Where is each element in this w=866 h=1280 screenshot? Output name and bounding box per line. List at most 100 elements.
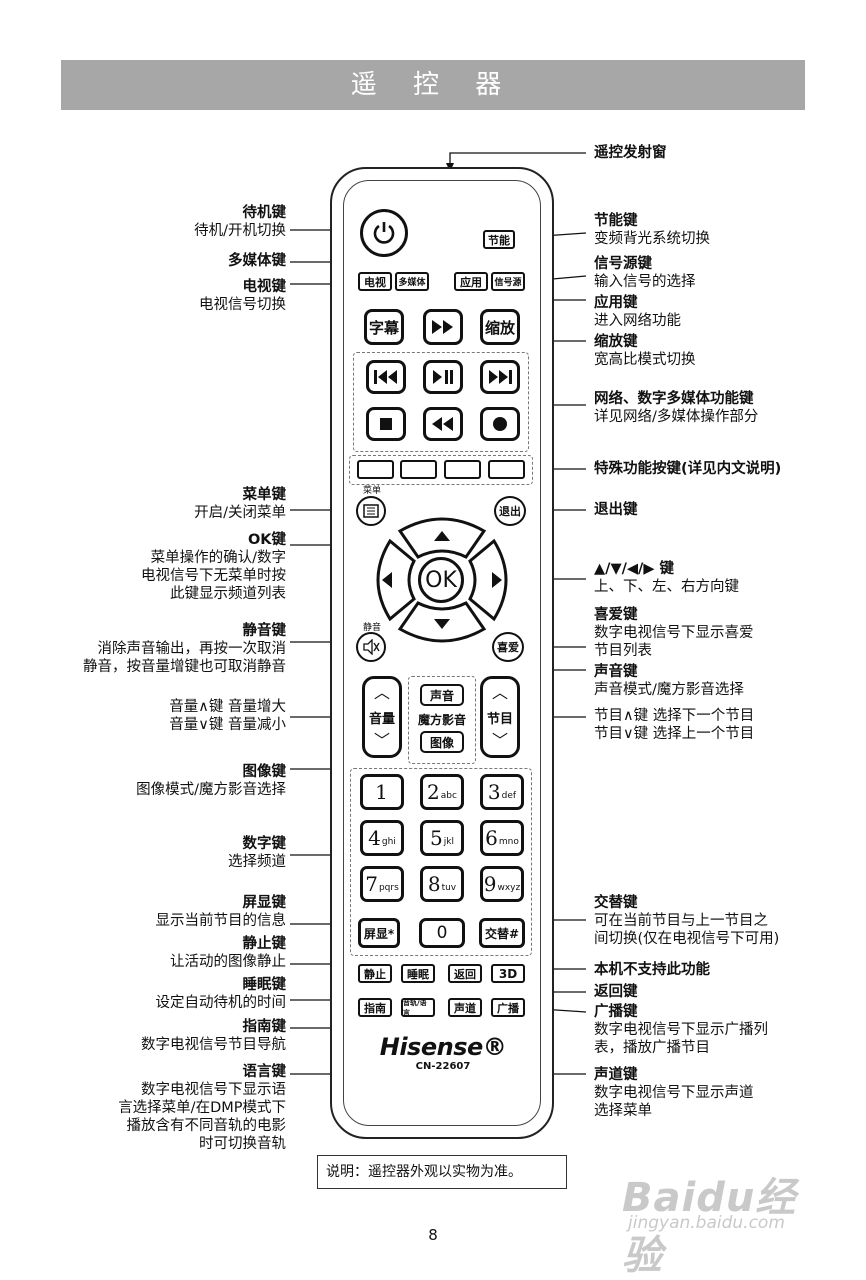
digit-number: 2 (427, 780, 440, 804)
fast-forward-button[interactable] (423, 309, 463, 345)
back-button[interactable]: 返回 (448, 964, 482, 983)
skip-previous-icon (374, 370, 397, 384)
rewind-button[interactable] (423, 407, 463, 441)
next-button[interactable] (480, 360, 520, 394)
sleep-button[interactable]: 睡眠 (401, 964, 435, 983)
special-key-1[interactable] (357, 460, 394, 479)
play-pause-button[interactable] (423, 360, 463, 394)
sleep-title: 睡眠键 (242, 977, 287, 993)
digit-number: 6 (485, 826, 498, 850)
caption-note: 说明：遥控器外观以实物为准。 (317, 1155, 567, 1189)
brand-logo: Hisense® (379, 1033, 507, 1061)
skip-next-icon (489, 370, 512, 384)
picture-button[interactable]: 图像 (420, 731, 464, 753)
audio-channel-button[interactable]: 声道 (448, 998, 482, 1017)
picture-title: 图像键 (242, 764, 287, 780)
exit-button[interactable]: 退出 (494, 496, 526, 526)
special-key-3[interactable] (444, 460, 481, 479)
osd-button[interactable]: 屏显* (358, 918, 400, 948)
stop-button[interactable] (366, 407, 406, 441)
channel-label: 节目 (486, 711, 513, 727)
app-button[interactable]: 应用 (454, 272, 488, 291)
previous-button[interactable] (366, 360, 406, 394)
menu-key-label: 菜单 (363, 486, 382, 496)
sleep-desc: 设定自动待机的时间 (155, 995, 287, 1011)
menu-icon (363, 504, 379, 518)
swap-desc-2: 间切换(仅在电视信号下可用) (594, 931, 780, 947)
still-button[interactable]: 静止 (358, 964, 392, 983)
digit-number: 3 (487, 780, 501, 804)
broadcast-button[interactable]: 广播 (491, 998, 525, 1017)
mute-desc-2: 静音，按音量增键也可取消静音 (83, 659, 286, 675)
zoom-desc: 宽高比模式切换 (594, 352, 696, 368)
media-keys-group (353, 352, 529, 452)
menu-title: 菜单键 (242, 487, 287, 503)
dpad-left[interactable] (376, 538, 416, 622)
ok-button[interactable]: OK (418, 557, 464, 603)
lang-desc-3: 播放含有不同音轨的电影 (126, 1118, 287, 1134)
lang-title: 语言键 (242, 1064, 287, 1080)
tv-button[interactable]: 电视 (358, 272, 392, 291)
source-button[interactable]: 信号源 (491, 272, 525, 291)
media-button[interactable]: 多媒体 (395, 272, 429, 291)
digit-0-button[interactable]: 0 (419, 918, 465, 948)
lang-desc-1: 数字电视信号下显示语 (141, 1082, 286, 1098)
fast-forward-icon (432, 320, 453, 334)
not-supported-title: 本机不支持此功能 (594, 962, 710, 978)
menu-desc: 开启/关闭菜单 (194, 505, 286, 521)
audio-channel-desc-2: 选择菜单 (594, 1103, 652, 1119)
tv-title: 电视键 (242, 279, 287, 295)
model-number: CN-22607 (415, 1061, 471, 1072)
source-desc: 输入信号的选择 (594, 274, 696, 290)
favorite-button[interactable]: 喜爱 (492, 632, 524, 662)
3d-button[interactable]: 3D (491, 964, 525, 983)
dpad-right[interactable] (468, 538, 508, 622)
record-button[interactable] (480, 407, 520, 441)
broadcast-desc-1: 数字电视信号下显示广播列 (594, 1022, 768, 1038)
mute-button[interactable] (356, 632, 386, 662)
number-pad-group (350, 768, 532, 956)
language-button[interactable]: 音轨/语言 (401, 998, 435, 1017)
ok-title: OK键 (247, 532, 286, 548)
magic-av-label: 魔方影音 (417, 713, 466, 727)
tv-desc: 电视信号切换 (199, 297, 286, 313)
menu-button[interactable] (356, 496, 386, 526)
arrow-down-icon (434, 619, 450, 629)
media-title: 多媒体键 (228, 253, 286, 269)
digit-letters: pqrs (378, 883, 399, 893)
standby-desc: 待机/开机切换 (194, 223, 286, 239)
guide-button[interactable]: 指南 (358, 998, 392, 1017)
power-icon (373, 222, 395, 244)
subtitle-button[interactable]: 字幕 (364, 309, 404, 345)
channel-down-icon: ﹀ (491, 731, 508, 750)
direction-title: ▲/▼/◀/▶ 键 (594, 561, 675, 577)
back-title: 返回键 (594, 984, 638, 1000)
special-key-4[interactable] (488, 460, 525, 479)
dpad[interactable] (368, 513, 516, 647)
digit-number: 1 (375, 780, 388, 804)
channel-rocker[interactable]: ︿ 节目 ﹀ (480, 676, 520, 758)
digit-letters: wxyz (497, 883, 521, 893)
zoom-button[interactable]: 缩放 (480, 309, 520, 345)
watermark: Baidu经验 jingyan.baidu.com (612, 1155, 812, 1279)
special-key-2[interactable] (400, 460, 437, 479)
eco-button[interactable]: 节能 (483, 230, 515, 249)
sound-title: 声音键 (594, 664, 638, 680)
still-desc: 让活动的图像静止 (170, 954, 286, 970)
swap-button[interactable]: 交替# (479, 918, 525, 948)
favorite-title: 喜爱键 (594, 607, 638, 623)
sound-button[interactable]: 声音 (420, 684, 464, 706)
direction-desc: 上、下、左、右方向键 (594, 579, 739, 595)
power-button[interactable] (360, 209, 408, 257)
volume-rocker[interactable]: ︿ 音量 ﹀ (362, 676, 402, 758)
digit-1-button[interactable]: 1 (360, 774, 404, 810)
